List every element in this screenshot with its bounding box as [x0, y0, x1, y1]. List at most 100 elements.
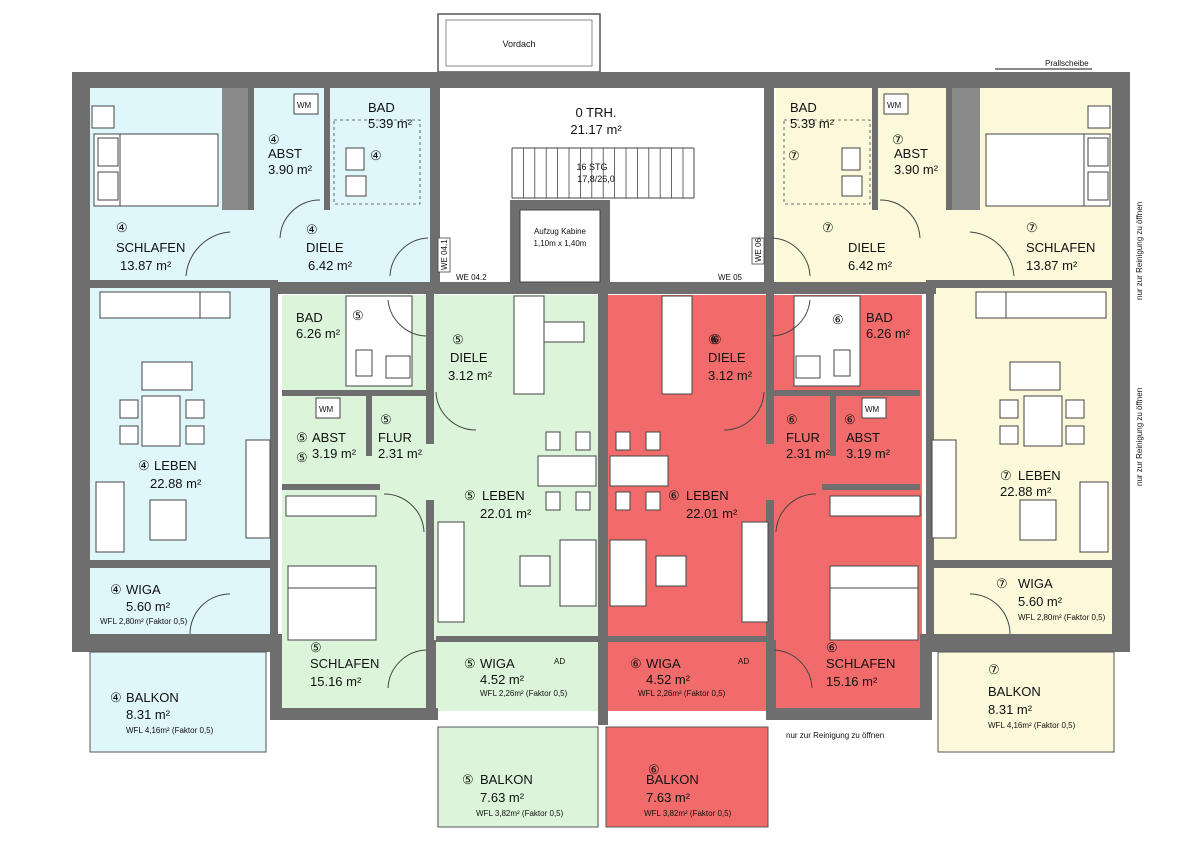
- u6-flur-area: 2.31 m²: [786, 446, 831, 461]
- u6-abst-area: 3.19 m²: [846, 446, 891, 461]
- u6-flur-name: FLUR: [786, 430, 820, 445]
- u5-schlafen-num: ⑤: [310, 640, 322, 655]
- unit-5-labels: BAD 6.26 m² ⑤ DIELE 3.12 m² ⑤ ABST 3.19 …: [296, 310, 568, 818]
- u4-schlafen-name: SCHLAFEN: [116, 240, 185, 255]
- u6-schlafen-name: SCHLAFEN: [826, 656, 895, 671]
- u5-wiga-area: 4.52 m²: [480, 672, 525, 687]
- u4-wiga-num: ④: [110, 582, 122, 597]
- u5-schlafen-name: SCHLAFEN: [310, 656, 379, 671]
- door-swings: [185, 199, 1015, 689]
- stair-name: 0 TRH.: [576, 105, 617, 120]
- furniture: WM WM: [91, 93, 1111, 641]
- u5-leben-area: 22.01 m²: [480, 506, 532, 521]
- u5-diele-num: ⑤: [452, 332, 464, 347]
- u6-wiga-num: ⑥: [630, 656, 642, 671]
- u4-leben-area: 22.88 m²: [150, 476, 202, 491]
- u7-balkon-note: WFL 4,16m² (Faktor 0,5): [988, 721, 1076, 730]
- marker-u7-diele: ⑦: [822, 220, 834, 235]
- marker-u6-schlafen: ⑥: [826, 640, 838, 655]
- marker-u7-balkon: ⑦: [988, 662, 1000, 677]
- marker-u7-schlafen: ⑦: [1026, 220, 1038, 235]
- u4-diele-num: ④: [306, 222, 318, 237]
- unit-7-labels: BAD 5.39 m² ABST 3.90 m² DIELE 6.42 m² S…: [790, 100, 1106, 730]
- u7-leben-area: 22.88 m²: [1000, 484, 1052, 499]
- marker-u6-bad: ⑥: [832, 312, 844, 327]
- u7-wiga-area: 5.60 m²: [1018, 594, 1063, 609]
- u7-bad-area: 5.39 m²: [790, 116, 835, 131]
- u6-abst-name: ABST: [846, 430, 880, 445]
- u7-wiga-note: WFL 2,80m² (Faktor 0,5): [1018, 613, 1106, 622]
- u4-abst-num: ④: [268, 132, 280, 147]
- u5-wiga-name: WIGA: [480, 656, 515, 671]
- u6-diele-area: 3.12 m²: [708, 368, 753, 383]
- u5-leben-name: LEBEN: [482, 488, 525, 503]
- cleaning-note-right-top: nur zur Reinigung zu öffnen: [1135, 202, 1144, 300]
- cleaning-note-bottom: nur zur Reinigung zu öffnen: [786, 731, 884, 740]
- unit-4-fill: [90, 88, 430, 752]
- u7-balkon-area: 8.31 m²: [988, 702, 1033, 717]
- u4-schlafen-num: ④: [116, 220, 128, 235]
- u5-abst-area: 3.19 m²: [312, 446, 357, 461]
- unit-markers: ④ ⑤ ⑤ ⑤ ⑥ ⑥ ⑥ ⑥ ⑥ ⑥ ⑦ ⑦ ⑦ ⑦ ⑦ ⑦: [296, 132, 1038, 777]
- marker-u6-abst: ⑥: [844, 412, 856, 427]
- u7-abst-name: ABST: [894, 146, 928, 161]
- u5-flur-name: FLUR: [378, 430, 412, 445]
- u5-bad-name: BAD: [296, 310, 323, 325]
- stair-steps: 16 STG: [576, 162, 607, 172]
- u5-schlafen-area: 15.16 m²: [310, 674, 362, 689]
- u4-diele-name: DIELE: [306, 240, 344, 255]
- marker-u5-flur: ⑤: [380, 412, 392, 427]
- u5-leben-num: ⑤: [464, 488, 476, 503]
- u6-leben-num: ⑥: [668, 488, 680, 503]
- u5-diele-area: 3.12 m²: [448, 368, 493, 383]
- u7-schlafen-area: 13.87 m²: [1026, 258, 1078, 273]
- marker-u7-wiga: ⑦: [996, 576, 1008, 591]
- u4-abst-area: 3.90 m²: [268, 162, 313, 177]
- u7-schlafen-name: SCHLAFEN: [1026, 240, 1095, 255]
- stair-area: 21.17 m²: [570, 122, 622, 137]
- u5-abst-num: ⑤: [296, 430, 308, 445]
- u7-leben-num: ⑦: [1000, 468, 1012, 483]
- door-we-04-1: WE 04.1: [440, 239, 449, 270]
- elevator-dim: 1,10m x 1,40m: [534, 239, 587, 248]
- door-we-06: WE 06: [754, 237, 763, 262]
- u6-diele-num: ⑥: [708, 332, 720, 347]
- u5-balkon-name: BALKON: [480, 772, 533, 787]
- u4-wiga-note: WFL 2,80m² (Faktor 0,5): [100, 617, 188, 626]
- u6-bad-area: 6.26 m²: [866, 326, 911, 341]
- marker-u6-balkon: ⑥: [648, 762, 660, 777]
- u5-balkon-num: ⑤: [462, 772, 474, 787]
- u7-diele-name: DIELE: [848, 240, 886, 255]
- u4-balkon-area: 8.31 m²: [126, 707, 171, 722]
- u4-bad-name: BAD: [368, 100, 395, 115]
- cleaning-note-right-bottom: nur zur Reinigung zu öffnen: [1135, 388, 1144, 486]
- u4-diele-area: 6.42 m²: [308, 258, 353, 273]
- u5-flur-area: 2.31 m²: [378, 446, 423, 461]
- wm-u7: WM: [887, 101, 902, 110]
- stair-steps-dim: 17,8/26,0: [577, 174, 615, 184]
- marker-u5-bad: ⑤: [352, 308, 364, 323]
- u5-balkon-area: 7.63 m²: [480, 790, 525, 805]
- u5-balkon-note: WFL 3,82m² (Faktor 0,5): [476, 809, 564, 818]
- marker-u4-bad: ④: [370, 148, 382, 163]
- u6-balkon-note: WFL 3,82m² (Faktor 0,5): [644, 809, 732, 818]
- u4-leben-num: ④: [138, 458, 150, 473]
- marker-u6-flur: ⑥: [786, 412, 798, 427]
- vordach-label: Vordach: [502, 39, 535, 49]
- u5-abst-name: ABST: [312, 430, 346, 445]
- u5-ad-label: AD: [554, 657, 565, 666]
- walls: [72, 72, 1130, 725]
- u4-balkon-note: WFL 4,16m² (Faktor 0,5): [126, 726, 214, 735]
- u7-diele-area: 6.42 m²: [848, 258, 893, 273]
- marker-u6-diele: ⑥: [710, 332, 722, 347]
- u4-bad-area: 5.39 m²: [368, 116, 413, 131]
- marker-u7-abst: ⑦: [892, 132, 904, 147]
- u5-bad-area: 6.26 m²: [296, 326, 341, 341]
- stairwell: 0 TRH. 21.17 m² 16 STG 17,8/26,0 Aufzug …: [437, 105, 765, 283]
- u6-schlafen-area: 15.16 m²: [826, 674, 878, 689]
- u6-balkon-area: 7.63 m²: [646, 790, 691, 805]
- u4-wiga-name: WIGA: [126, 582, 161, 597]
- u4-abst-name: ABST: [268, 146, 302, 161]
- u4-schlafen-area: 13.87 m²: [120, 258, 172, 273]
